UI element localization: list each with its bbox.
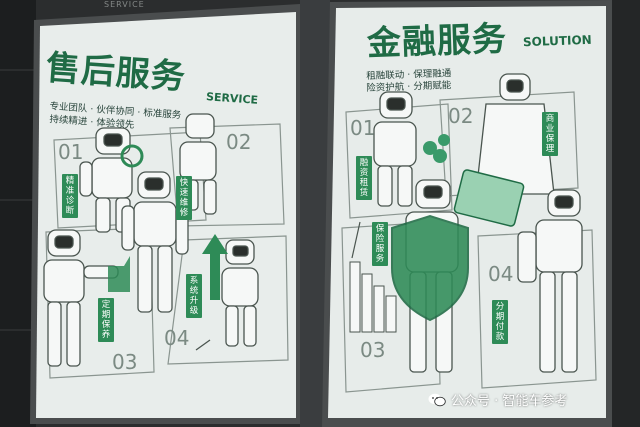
watermark-text: 公众号 · 智能车参考	[451, 394, 568, 409]
left-panel-number-04: 04	[164, 326, 190, 350]
right-poster-title: 金融服务	[366, 19, 508, 64]
wechat-icon	[428, 393, 446, 406]
left-panel-tag-02: 快速维修	[176, 176, 192, 220]
right-panel-tag-03: 保险服务	[372, 222, 388, 266]
right-panel-tag-02: 商业保理	[542, 112, 558, 156]
right-panel-number-02: 02	[448, 104, 474, 128]
left-panel-tag-03: 定期保养	[98, 298, 114, 342]
right-poster-subtitle-2: 险资护航 · 分期赋能	[366, 80, 452, 94]
left-panel-tag-01: 精准诊断	[62, 174, 78, 218]
right-panel-number-03: 03	[360, 338, 386, 362]
right-panel-tag-04: 分期付款	[492, 300, 508, 344]
right-panel-tag-01: 融资租赁	[356, 156, 372, 200]
right-poster-title-en: SOLUTION	[522, 32, 592, 50]
left-panel-tag-04: 系统升级	[186, 274, 202, 318]
left-top-sign: SERVICE	[104, 0, 145, 9]
left-panel-number-03: 03	[112, 350, 138, 374]
left-poster-title: 售后服务	[44, 47, 188, 98]
watermark: 公众号 · 智能车参考	[428, 390, 567, 409]
right-panel-number-04: 04	[488, 262, 514, 286]
right-panel-number-01: 01	[350, 116, 376, 140]
left-panel-number-02: 02	[226, 130, 252, 154]
left-panel-number-01: 01	[58, 140, 84, 164]
